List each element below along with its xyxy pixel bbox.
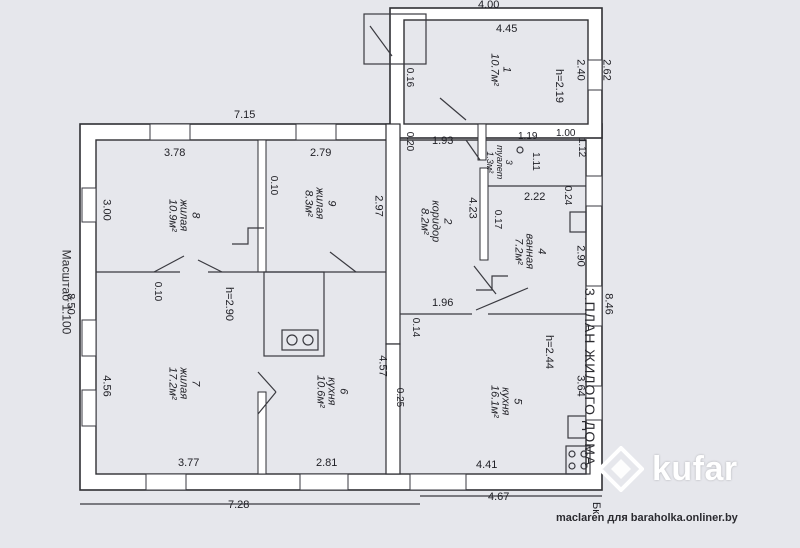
dim-196: 1.96 — [432, 297, 454, 309]
wall-corridor-left — [385, 123, 401, 345]
window — [81, 187, 97, 223]
window — [585, 285, 603, 327]
sink — [567, 415, 587, 439]
window — [81, 319, 97, 357]
dim-top-total: 4.00 — [478, 0, 500, 11]
dim-right-total: 8.46 — [602, 293, 615, 315]
wall-6-5 — [385, 343, 401, 475]
floor-plan-drawing — [79, 7, 603, 505]
dim-top-left: 7.15 — [234, 109, 256, 121]
dim-bath-depth: 2.90 — [574, 245, 587, 267]
porch — [363, 13, 427, 65]
dim-room6-width: 2.81 — [316, 457, 338, 469]
dim-wall-010a: 0.10 — [268, 175, 280, 196]
window — [145, 473, 187, 491]
window — [585, 175, 603, 207]
room-5-height: h=2.44 — [542, 335, 555, 369]
wall-toilet — [477, 123, 487, 161]
dim-room8-width: 3.78 — [164, 147, 186, 159]
window — [149, 123, 191, 141]
stove — [263, 271, 325, 357]
dim-112: 1.12 — [576, 137, 588, 158]
window — [585, 385, 603, 421]
window — [81, 389, 97, 427]
wall-6-7 — [257, 391, 267, 475]
window — [295, 123, 337, 141]
center-height: h=2.90 — [222, 287, 235, 321]
plan-title: 3.ПЛАН ЖИЛОГО ДОМА — [582, 288, 598, 467]
dim-bottom-left: 7.28 — [228, 499, 250, 511]
watermark: maclaren для baraholka.onliner.by — [556, 512, 738, 524]
extension-inner — [403, 19, 589, 125]
dim-room8-depth: 3.00 — [100, 199, 113, 221]
dim-porch-b: 0.20 — [404, 131, 416, 152]
dim-room1-width: 4.45 — [496, 23, 518, 35]
dim-porch-a: 0.16 — [404, 67, 416, 88]
dim-toilet-depth: 1.11 — [529, 152, 541, 171]
dim-024: 0.24 — [562, 185, 574, 206]
dim-wall-010b: 0.10 — [152, 281, 164, 302]
room-1-height: h=2.19 — [552, 69, 565, 103]
cooker — [565, 445, 591, 475]
kufar-logo-icon — [598, 446, 644, 492]
dim-014: 0.14 — [410, 317, 422, 338]
dim-room9-width: 2.79 — [310, 147, 332, 159]
wall-bath-left — [479, 167, 489, 261]
bath-sink — [569, 211, 587, 233]
dim-room5-width: 4.41 — [476, 459, 498, 471]
dim-corridor-top: 1.93 — [432, 135, 454, 147]
window — [299, 473, 349, 491]
dim-room1-depth: 2.40 — [574, 59, 587, 81]
dim-025: 0.25 — [394, 387, 406, 408]
dim-room7-depth: 4.56 — [100, 375, 113, 397]
window — [409, 473, 467, 491]
dim-corridor-len: 4.23 — [466, 197, 479, 219]
dim-toilet-width: 1.19 — [518, 131, 538, 142]
dim-100: 1.00 — [556, 128, 576, 139]
kufar-logo: kufar — [598, 446, 738, 492]
dim-room9-depth: 2.97 — [372, 195, 385, 217]
dim-room7-width: 3.77 — [178, 457, 200, 469]
window — [587, 59, 603, 91]
dim-457: 4.57 — [376, 355, 389, 377]
scale-text: Масштаб 1:100 — [59, 249, 74, 335]
dim-right-small: 2.62 — [600, 59, 613, 81]
inner-outline — [95, 139, 587, 475]
kufar-logo-text: kufar — [652, 449, 738, 488]
dim-bath-width: 2.22 — [524, 191, 546, 203]
wall-8-9 — [257, 139, 267, 273]
dim-bottom-right: 4.67 — [488, 491, 510, 503]
dim-017: 0.17 — [492, 209, 504, 230]
